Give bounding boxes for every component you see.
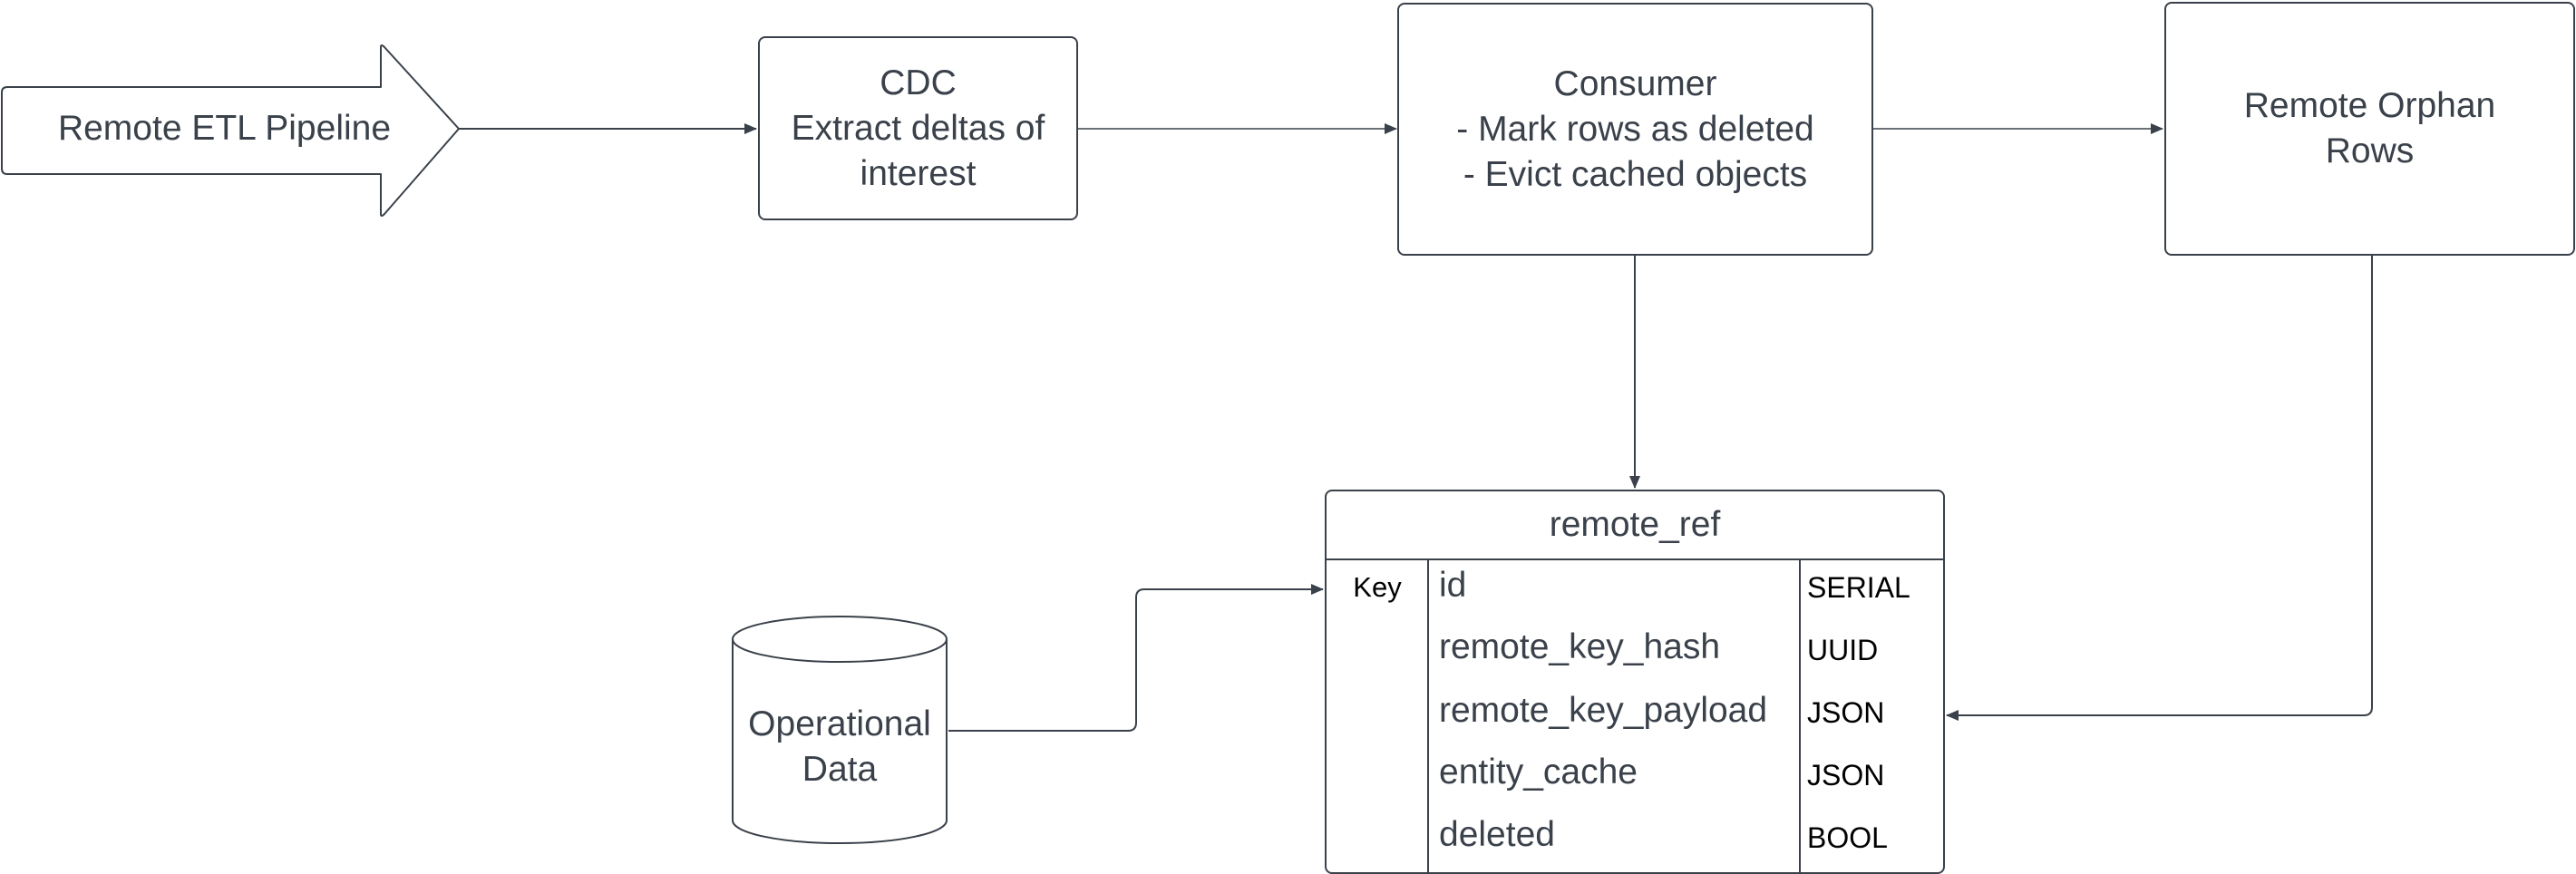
table-row-field: deleted (1439, 815, 1555, 854)
table-row-type: JSON (1807, 759, 1885, 791)
remote-orphan-rows-node: Remote Orphan Rows (2164, 2, 2575, 256)
table-row-type: SERIAL (1807, 571, 1910, 604)
table-row-type: UUID (1807, 634, 1879, 666)
table-row-field: entity_cache (1439, 753, 1638, 791)
table-row-field: remote_key_hash (1439, 627, 1721, 666)
remote-ref-table: remote_ref Key id SERIAL remote_key_hash… (1325, 490, 1945, 874)
pipeline-block-arrow (1, 44, 460, 217)
operational-data-label: Operational Data (748, 704, 931, 789)
type-column-divider (1799, 560, 1801, 872)
table-row-field: id (1439, 566, 1467, 605)
pipeline-label: Remote ETL Pipeline (57, 109, 392, 148)
key-column-divider (1427, 560, 1429, 872)
cdc-node: CDC Extract deltas of interest (758, 36, 1078, 220)
table-row-field: remote_key_payload (1439, 691, 1768, 730)
table-title: remote_ref (1327, 491, 1943, 560)
edge-operational-to-table (948, 584, 1324, 732)
table-row-type: JSON (1807, 696, 1885, 729)
consumer-node: Consumer - Mark rows as deleted - Evict … (1397, 3, 1873, 256)
edge-orphan-to-table (1946, 256, 2373, 721)
table-row-type: BOOL (1807, 821, 1888, 854)
key-label: Key (1353, 571, 1402, 603)
operational-data-cylinder (732, 616, 948, 844)
